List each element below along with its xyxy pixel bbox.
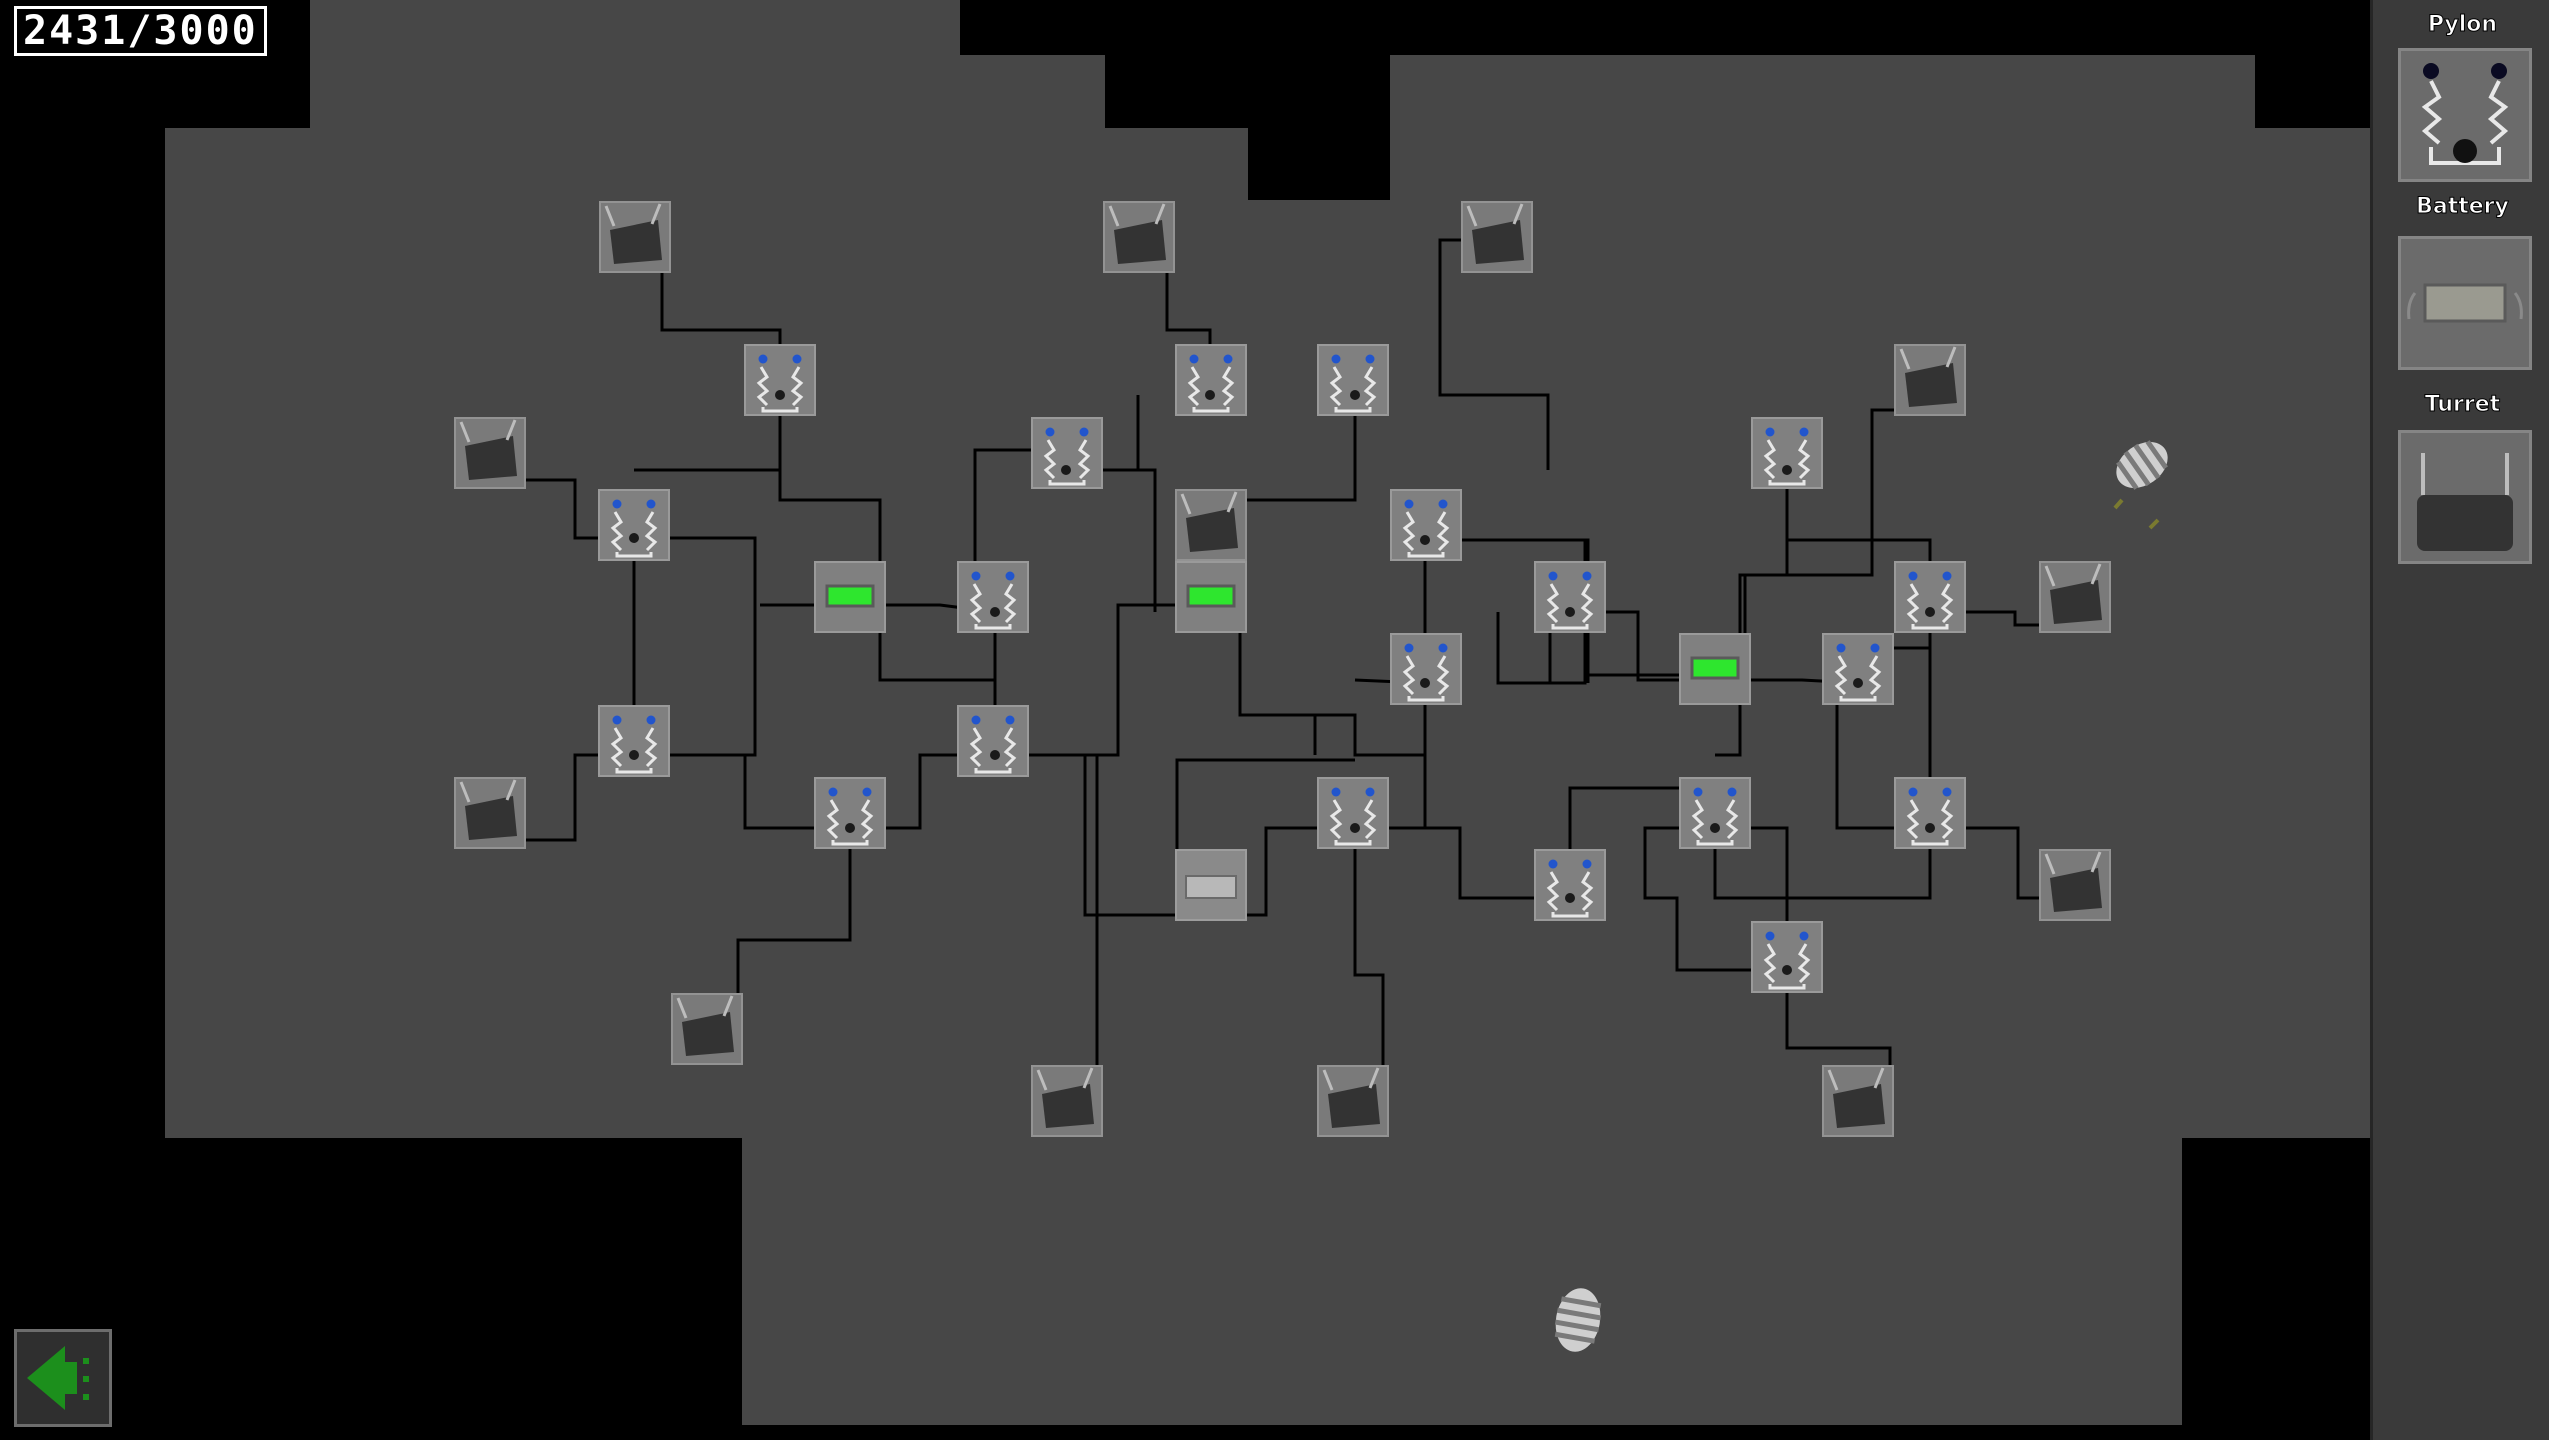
pylon[interactable] bbox=[1893, 560, 1967, 634]
enemy-debris bbox=[2113, 498, 2160, 530]
pylon[interactable] bbox=[1174, 343, 1248, 417]
pylon[interactable] bbox=[1533, 560, 1607, 634]
back-arrow-icon bbox=[27, 1346, 89, 1410]
palette-pylon-button[interactable] bbox=[2398, 48, 2532, 182]
pylon[interactable] bbox=[956, 560, 1030, 634]
turret[interactable] bbox=[453, 416, 527, 490]
pylon[interactable] bbox=[1389, 632, 1463, 706]
build-palette: Pylon Battery Turret bbox=[2370, 0, 2549, 1440]
back-menu-button[interactable] bbox=[14, 1329, 112, 1427]
palette-label-pylon: Pylon bbox=[2427, 12, 2498, 38]
pylon[interactable] bbox=[597, 488, 671, 562]
pylon[interactable] bbox=[1533, 848, 1607, 922]
pylon[interactable] bbox=[1030, 416, 1104, 490]
pylon[interactable] bbox=[956, 704, 1030, 778]
battery[interactable] bbox=[1174, 560, 1248, 634]
floor bbox=[165, 0, 2373, 1440]
pylon-icon bbox=[2421, 63, 2509, 165]
turret[interactable] bbox=[1460, 200, 1534, 274]
battery[interactable] bbox=[1678, 632, 1752, 706]
turret[interactable] bbox=[2038, 848, 2112, 922]
palette-label-battery: Battery bbox=[2416, 194, 2510, 220]
pylon[interactable] bbox=[1821, 632, 1895, 706]
pylon[interactable] bbox=[743, 343, 817, 417]
battery[interactable] bbox=[813, 560, 887, 634]
pylon[interactable] bbox=[1750, 920, 1824, 994]
turret-icon bbox=[2417, 453, 2513, 551]
pylon[interactable] bbox=[1893, 776, 1967, 850]
turret[interactable] bbox=[598, 200, 672, 274]
palette-battery-button[interactable] bbox=[2398, 236, 2532, 370]
wire-junctions bbox=[629, 390, 1935, 975]
battery-icon bbox=[2407, 283, 2523, 323]
turret[interactable] bbox=[453, 776, 527, 850]
turret[interactable] bbox=[1030, 1064, 1104, 1138]
turret[interactable] bbox=[2038, 560, 2112, 634]
pylon[interactable] bbox=[813, 776, 887, 850]
pylon[interactable] bbox=[1750, 416, 1824, 490]
enemy-bug bbox=[2116, 440, 2168, 490]
resource-counter: 2431/3000 bbox=[14, 6, 267, 56]
pylon[interactable] bbox=[1678, 776, 1752, 850]
turret[interactable] bbox=[1316, 1064, 1390, 1138]
pylon[interactable] bbox=[597, 704, 671, 778]
turret[interactable] bbox=[1174, 488, 1248, 562]
pylon[interactable] bbox=[1316, 343, 1390, 417]
batteries[interactable] bbox=[813, 560, 1752, 921]
pylon[interactable] bbox=[1389, 488, 1463, 562]
turret[interactable] bbox=[670, 992, 744, 1066]
pylon[interactable] bbox=[1316, 776, 1390, 850]
palette-turret-button[interactable] bbox=[2398, 430, 2532, 564]
battery-uncharged[interactable] bbox=[1175, 849, 1247, 921]
palette-label-turret: Turret bbox=[2424, 392, 2501, 418]
turret[interactable] bbox=[1821, 1064, 1895, 1138]
turret[interactable] bbox=[1893, 343, 1967, 417]
enemy-bug bbox=[1554, 1288, 1602, 1352]
turret[interactable] bbox=[1102, 200, 1176, 274]
